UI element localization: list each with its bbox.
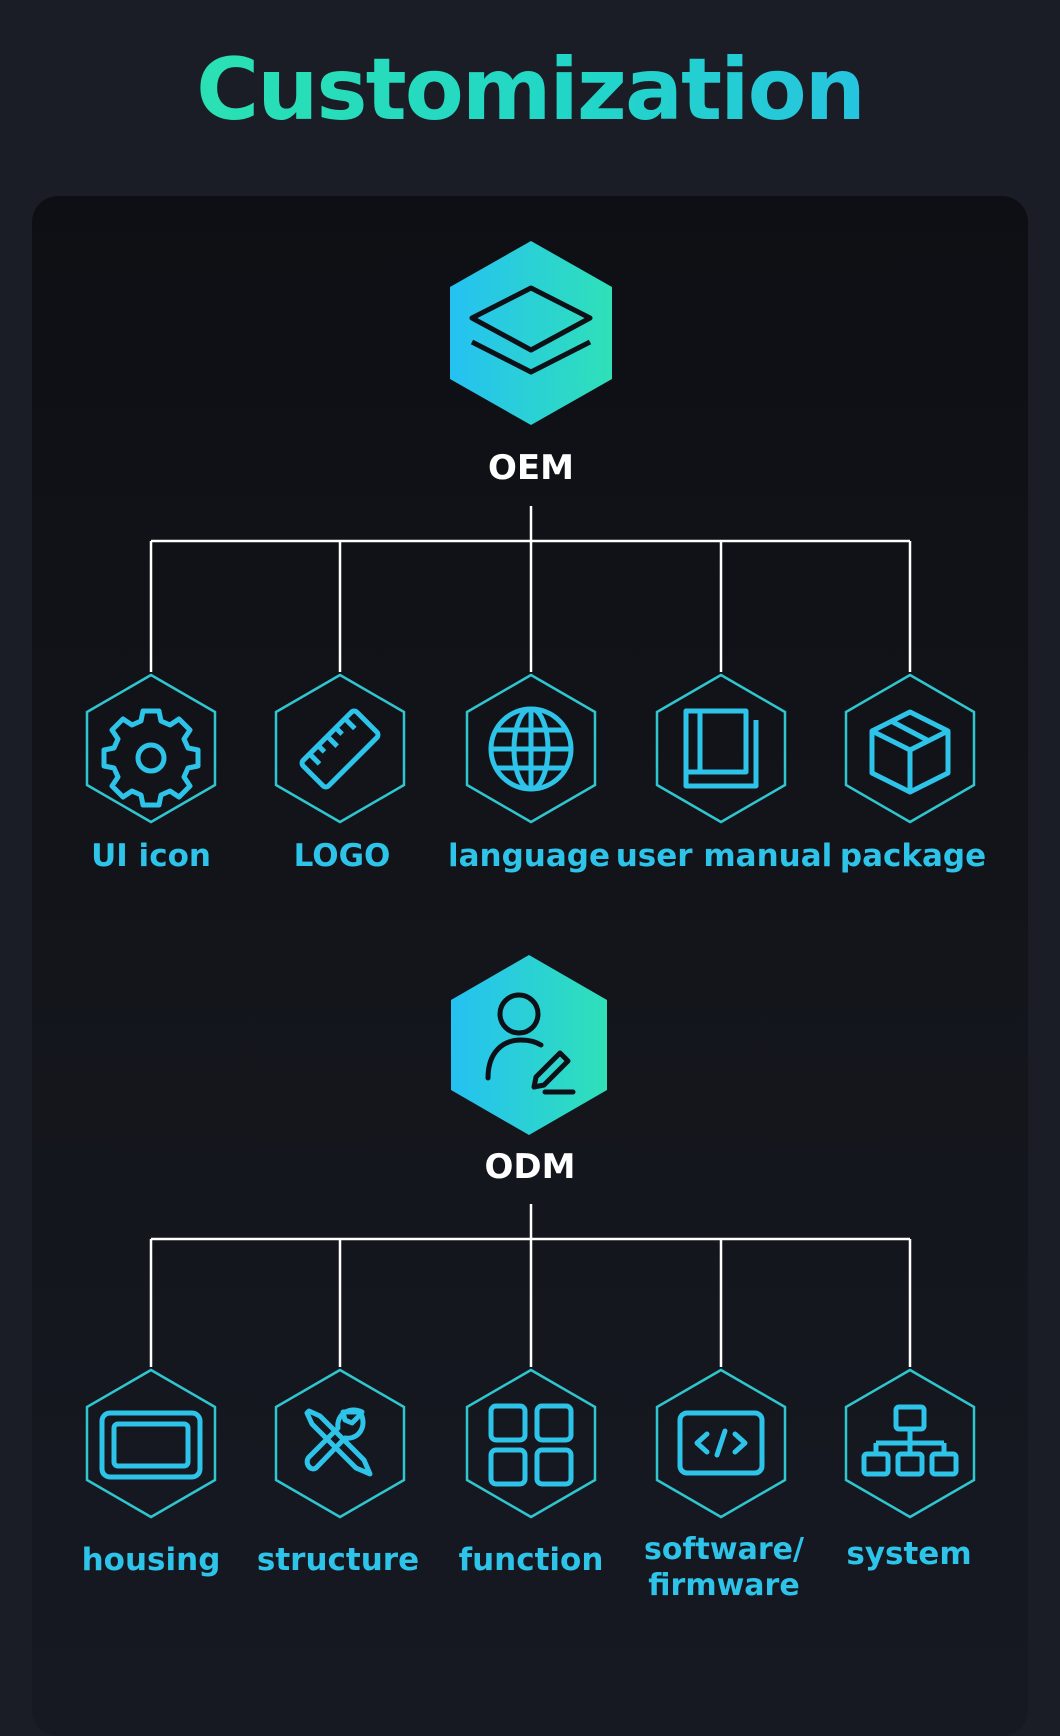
box-icon — [869, 709, 951, 795]
gear-icon — [101, 708, 201, 808]
label-software-firmware: software/ firmware — [644, 1532, 804, 1603]
hex-structure — [274, 1368, 406, 1519]
oem-connectors — [149, 506, 912, 672]
odm-connectors — [149, 1204, 912, 1367]
label-system: system — [846, 1536, 972, 1572]
hex-function — [465, 1368, 597, 1519]
label-housing: housing — [81, 1542, 221, 1578]
grid-icon — [488, 1403, 574, 1487]
user-edit-icon — [485, 992, 576, 1095]
hex-software — [655, 1368, 787, 1519]
label-function: function — [458, 1542, 604, 1578]
tools-icon — [304, 1407, 373, 1477]
globe-icon — [488, 706, 574, 792]
hex-system — [844, 1368, 976, 1519]
oem-hub — [450, 241, 612, 425]
label-language: language — [447, 838, 611, 874]
label-package: package — [839, 838, 987, 874]
hex-logo — [274, 673, 406, 824]
hex-housing — [85, 1368, 217, 1519]
hex-package — [844, 673, 976, 824]
label-user-manual: user manual — [615, 838, 833, 874]
screen-icon — [99, 1410, 203, 1480]
ruler-icon — [299, 708, 381, 790]
odm-hub — [451, 955, 607, 1135]
odm-label: ODM — [484, 1147, 576, 1187]
code-icon — [677, 1410, 765, 1476]
hex-user-manual — [655, 673, 787, 824]
layers-icon — [469, 285, 593, 375]
page-title: Customization — [0, 40, 1060, 140]
oem-label: OEM — [488, 448, 574, 488]
hex-ui-icon — [85, 673, 217, 824]
network-icon — [861, 1404, 959, 1477]
label-ui-icon: UI icon — [91, 838, 211, 874]
label-logo: LOGO — [293, 838, 391, 874]
hex-language — [465, 673, 597, 824]
label-structure: structure — [256, 1542, 420, 1578]
book-icon — [683, 708, 759, 789]
